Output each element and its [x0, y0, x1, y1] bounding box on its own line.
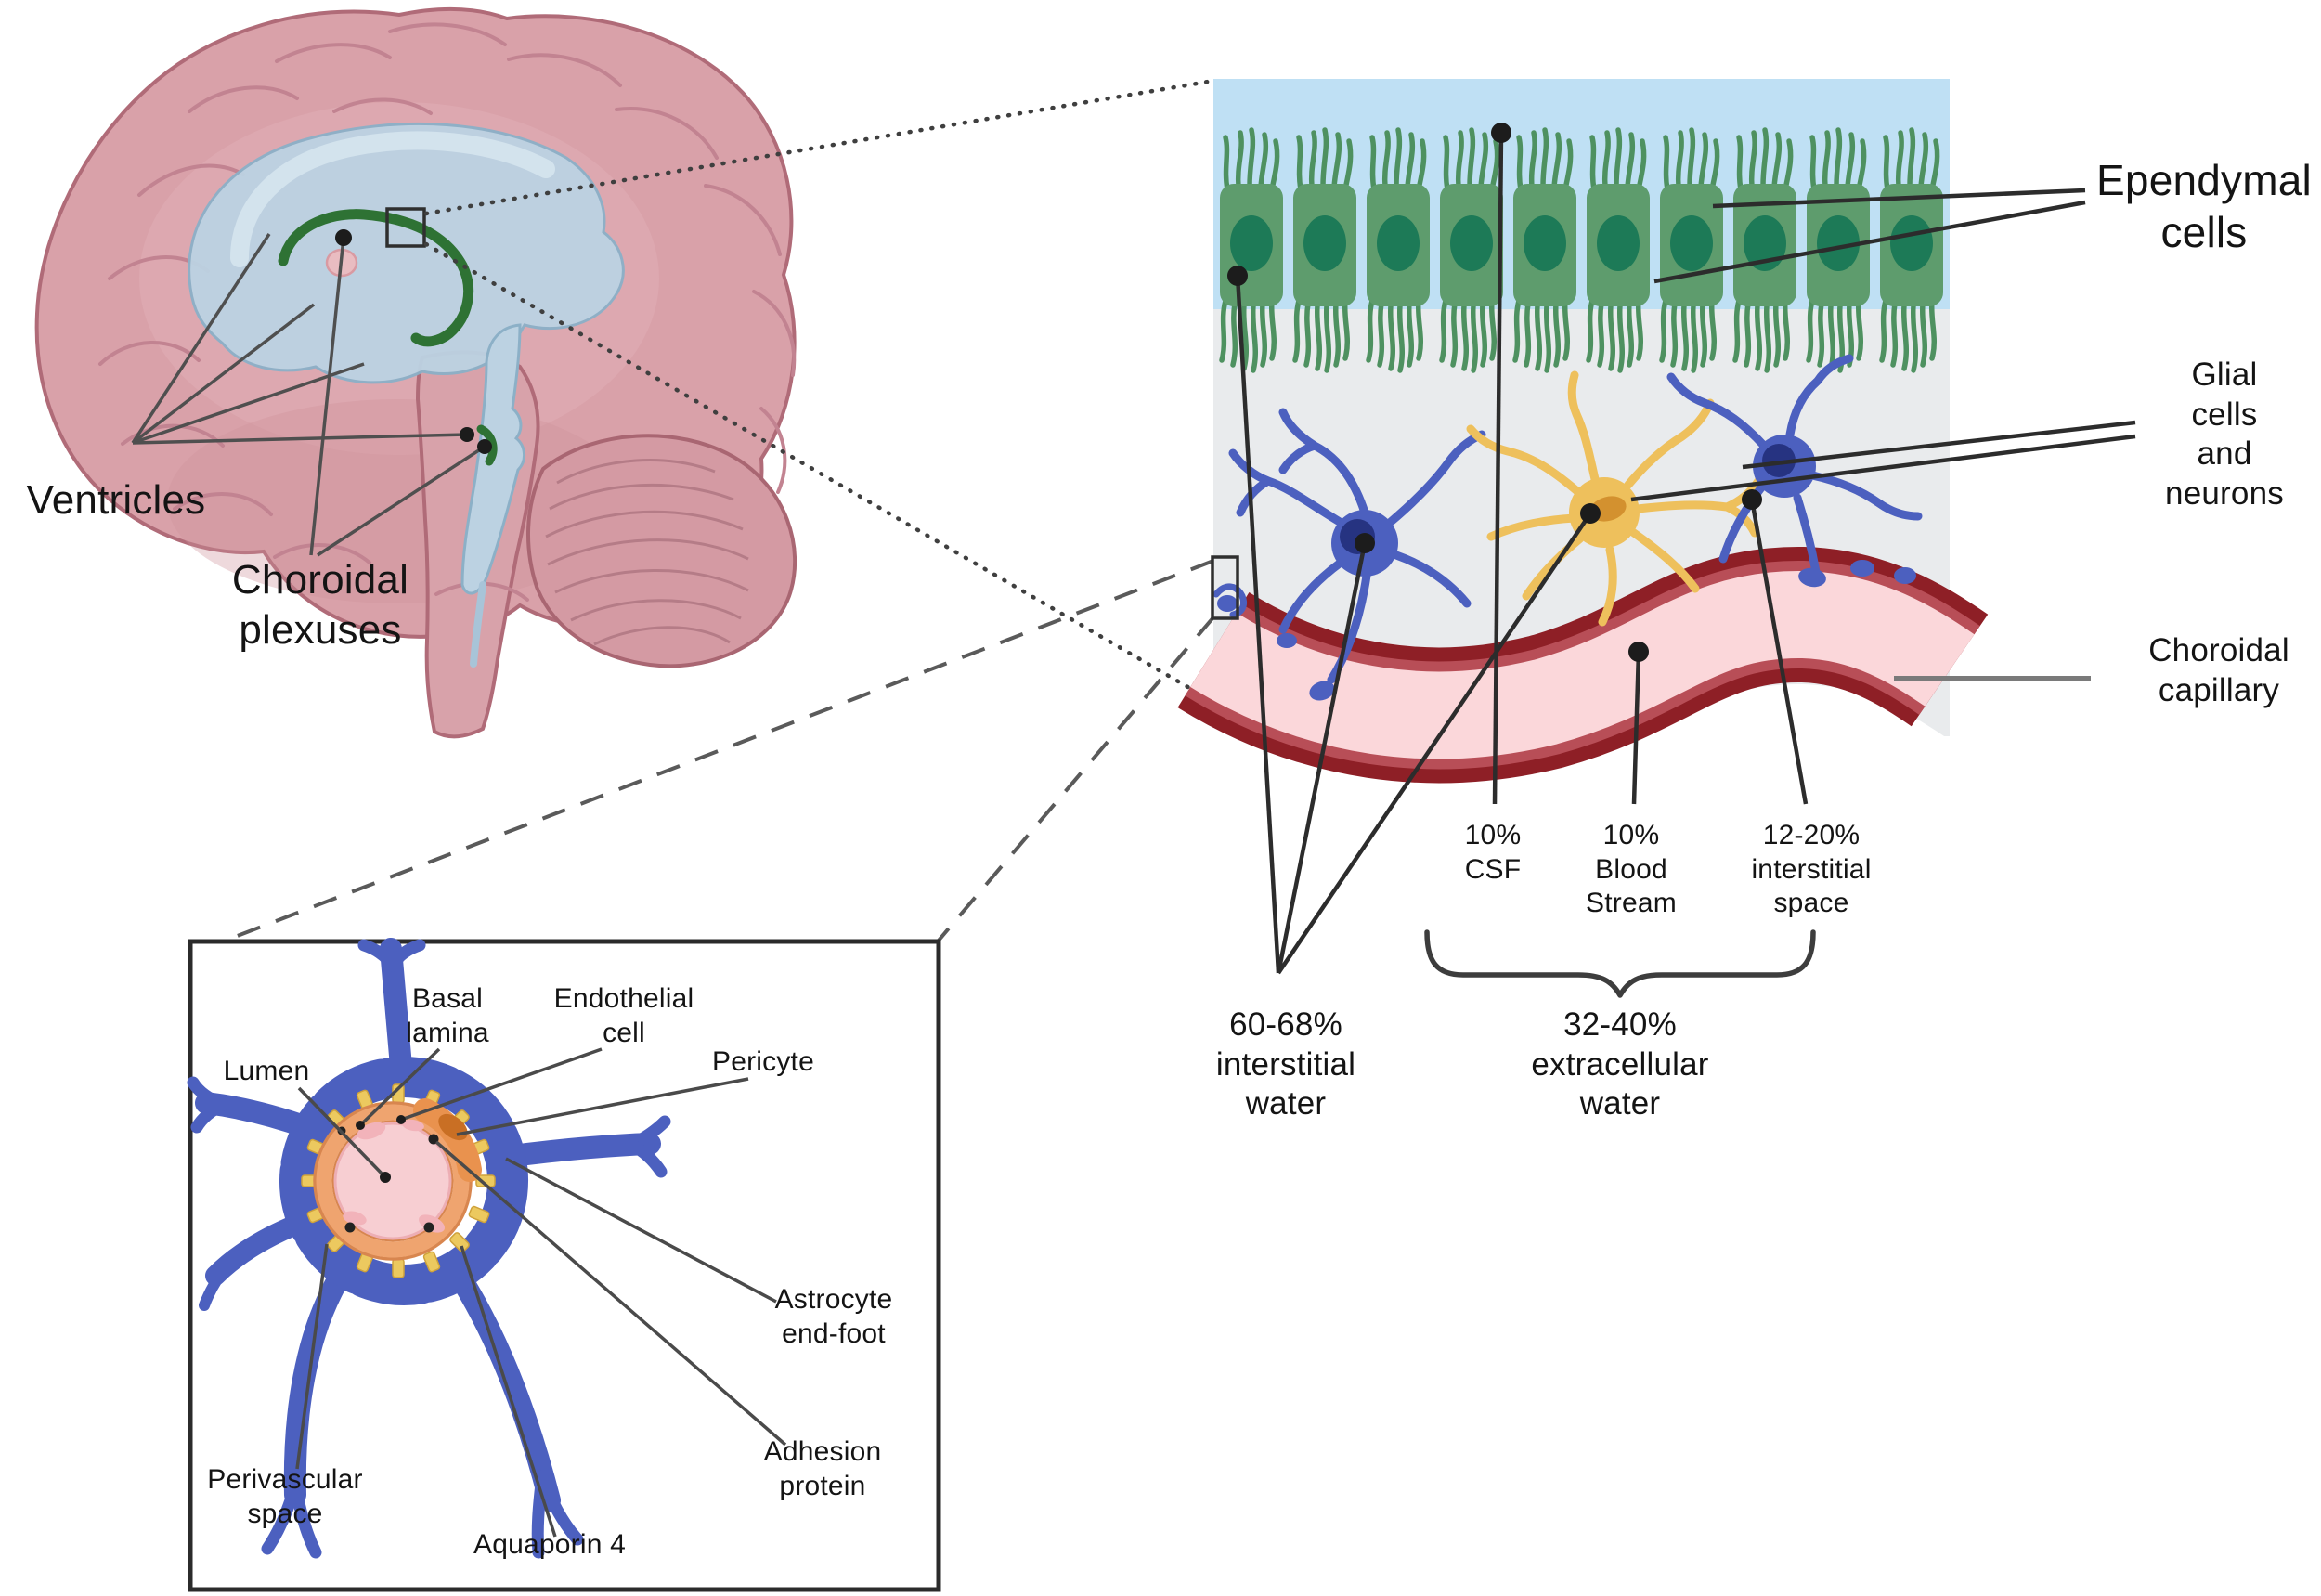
extracellular-brace — [1424, 929, 1816, 998]
aquaporin-channels — [301, 1083, 496, 1278]
label-extracellular-water-stat: 32-40% extracellular water — [1531, 1006, 1709, 1122]
capillary-endfeet — [1212, 560, 1916, 618]
lumen-circle — [335, 1123, 450, 1239]
label-ventricles: Ventricles — [26, 477, 206, 523]
cerebellum-shape — [526, 434, 797, 668]
brain-pointer-lines — [131, 233, 486, 557]
label-aquaporin-4: Aquaporin 4 — [473, 1529, 626, 1560]
label-interstitial-space-stat: 12-20% interstitial space — [1751, 820, 1872, 919]
dotted-connectors — [423, 78, 1216, 705]
label-basal-lamina: Basal lamina — [406, 983, 489, 1048]
brain-illustration — [34, 6, 797, 739]
tissue-panel — [1177, 79, 1989, 826]
below-capillary-area — [1213, 683, 1950, 826]
label-ependymal-cells: Ependymal cells — [2096, 156, 2312, 257]
label-choroidal-capillary: Choroidal capillary — [2148, 632, 2289, 708]
astrocyte-endfoot-arms — [187, 938, 671, 1559]
label-endothelial-cell: Endothelial cell — [553, 983, 694, 1048]
zoom-rect-capillary — [1211, 555, 1239, 620]
label-blood-stream-stat: 10% Blood Stream — [1586, 820, 1677, 919]
choroid-plexus-fourth — [476, 424, 498, 466]
bbb-inset-box — [187, 938, 941, 1592]
label-perivascular-space: Perivascular space — [207, 1464, 363, 1529]
label-csf-stat: 10% CSF — [1464, 820, 1522, 885]
pointer-dots — [1227, 123, 1762, 662]
astrocyte-endfoot-ring — [279, 1057, 528, 1305]
panel-pointer-lines — [1235, 132, 2136, 975]
label-lumen: Lumen — [223, 1056, 310, 1086]
zoom-rect-brain — [385, 207, 426, 248]
label-pericyte: Pericyte — [712, 1046, 814, 1077]
choroid-plexus-arc — [278, 209, 473, 347]
label-interstitial-water-stat: 60-68% interstitial water — [1215, 1006, 1356, 1122]
label-glial-cells-neurons: Glial cells and neurons — [2165, 357, 2284, 513]
label-astrocyte-end-foot: Astrocyte end-foot — [774, 1284, 893, 1349]
label-adhesion-protein: Adhesion protein — [763, 1436, 882, 1501]
dashed-connectors — [222, 559, 1215, 943]
label-choroidal-plexuses: Choroidal plexuses — [231, 557, 409, 653]
inset-pointer-lines — [295, 1047, 787, 1538]
